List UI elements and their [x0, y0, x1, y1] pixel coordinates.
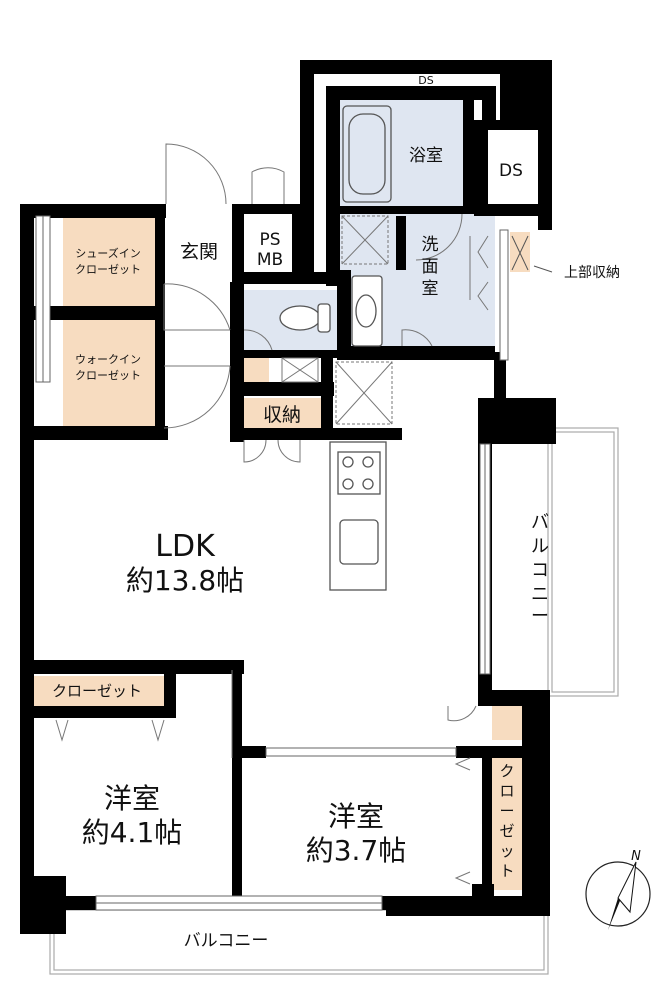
balcony-east-label: バ ル コ ニ ー	[531, 512, 549, 627]
closet-areas	[30, 218, 530, 890]
svg-text:ロ: ロ	[499, 782, 514, 800]
walkin-closet-label-2: クローゼット	[75, 369, 141, 382]
shoes-closet-label-2: クローゼット	[75, 263, 141, 276]
north-arrow-icon: N	[585, 849, 651, 930]
ldk-label: LDK	[155, 529, 216, 564]
balcony-south	[49, 905, 549, 975]
svg-text:ー: ー	[499, 802, 514, 820]
svg-text:ゼ: ゼ	[499, 822, 514, 840]
svg-text:ッ: ッ	[499, 842, 514, 860]
svg-text:ル: ル	[531, 536, 549, 557]
svg-text:ー: ー	[531, 606, 549, 627]
washroom-label-1: 洗	[422, 235, 439, 255]
svg-text:ク: ク	[499, 762, 514, 780]
entrance-label: 玄関	[180, 241, 218, 263]
storage-label: 収納	[263, 404, 301, 426]
east-room-label: 洋室	[328, 800, 384, 833]
upper-storage-hatch	[511, 235, 553, 273]
svg-text:ニ: ニ	[531, 584, 549, 605]
walkin-closet-label-1: ウォークイン	[75, 353, 141, 366]
washroom-label-3: 室	[422, 279, 439, 299]
washroom-label-2: 面	[422, 257, 439, 277]
closet-east-label: ク ロ ー ゼ ッ ト	[499, 762, 514, 880]
bath-label: 浴室	[409, 146, 443, 166]
closet-west-label: クローゼット	[52, 682, 142, 700]
window-marks	[42, 216, 486, 904]
refrigerator-space	[281, 357, 393, 425]
washing-machine-area	[341, 215, 389, 265]
upper-storage-label: 上部収納	[564, 265, 620, 281]
walls	[20, 60, 556, 934]
svg-text:バ: バ	[531, 512, 549, 533]
balcony-east	[547, 427, 619, 697]
north-label: N	[631, 849, 641, 864]
ps-label: PS	[259, 230, 280, 250]
ldk-size: 約13.8帖	[126, 564, 244, 597]
svg-text:コ: コ	[531, 560, 549, 581]
washbasin-icon	[351, 275, 383, 347]
doors	[55, 143, 489, 885]
toilet-icon	[279, 303, 331, 333]
kitchen-counter-icon	[329, 441, 387, 591]
west-room-size: 約4.1帖	[82, 816, 183, 849]
balcony-south-label: バルコニー	[184, 931, 269, 951]
ds-right-label: DS	[499, 161, 523, 181]
svg-text:ト: ト	[499, 862, 514, 880]
east-room-size: 約3.7帖	[306, 834, 407, 867]
bathtub-icon	[342, 105, 392, 203]
west-room-label: 洋室	[104, 782, 160, 815]
mb-label: MB	[257, 250, 283, 270]
ds-top-label: DS	[418, 74, 433, 87]
shoes-closet-label-1: シューズイン	[75, 246, 140, 260]
